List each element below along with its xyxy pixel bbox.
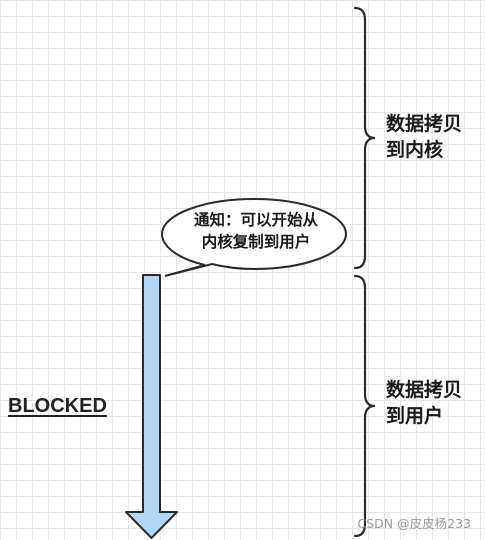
bubble-line-2: 内核复制到用户 (201, 232, 311, 251)
blocked-label: BLOCKED (8, 395, 107, 417)
copy-to-kernel-line-2: 到内核 (386, 138, 444, 161)
top-brace (353, 6, 376, 270)
bubble-line-1: 通知：可以开始从 (193, 211, 318, 229)
bubble-text: 通知：可以开始从 内核复制到用户 (168, 210, 344, 253)
speech-bubble (160, 197, 348, 277)
blocked-arrow (125, 274, 178, 539)
copy-to-user-label: 数据拷贝 到用户 (386, 378, 462, 429)
copy-to-user-line-2: 到用户 (386, 404, 444, 427)
copy-to-kernel-line-1: 数据拷贝 (386, 113, 463, 135)
bottom-brace (353, 274, 376, 538)
watermark: CSDN @皮皮杨233 (357, 516, 471, 531)
copy-to-kernel-label: 数据拷贝 到内核 (386, 112, 462, 163)
copy-to-user-line-1: 数据拷贝 (386, 379, 463, 401)
